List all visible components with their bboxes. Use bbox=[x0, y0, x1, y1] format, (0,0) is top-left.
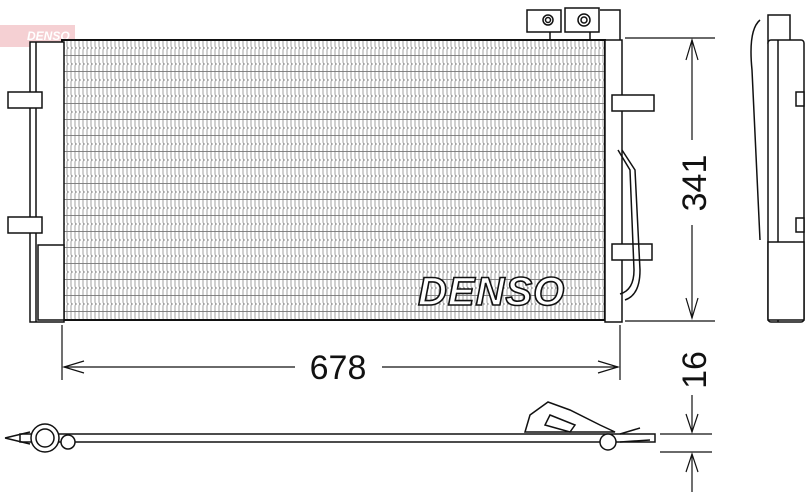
pipe-fittings bbox=[526, 7, 600, 40]
width-value: 678 bbox=[310, 349, 367, 387]
left-bracket-bottom bbox=[7, 216, 43, 234]
denso-logo: DENSO bbox=[418, 270, 565, 314]
height-value: 341 bbox=[676, 155, 714, 212]
front-view bbox=[7, 7, 655, 323]
right-bracket-bottom bbox=[611, 243, 653, 261]
side-view bbox=[750, 14, 805, 323]
right-tank bbox=[604, 39, 623, 323]
width-dimension bbox=[61, 325, 621, 380]
height-dimension bbox=[625, 37, 715, 322]
watermark-text: DENSO bbox=[27, 29, 70, 43]
thickness-dimension bbox=[660, 395, 712, 492]
thickness-value: 16 bbox=[676, 351, 714, 389]
condenser-core bbox=[61, 39, 606, 321]
right-bracket-top bbox=[611, 94, 655, 112]
left-bracket-top bbox=[7, 91, 43, 109]
bottom-view bbox=[4, 401, 656, 453]
